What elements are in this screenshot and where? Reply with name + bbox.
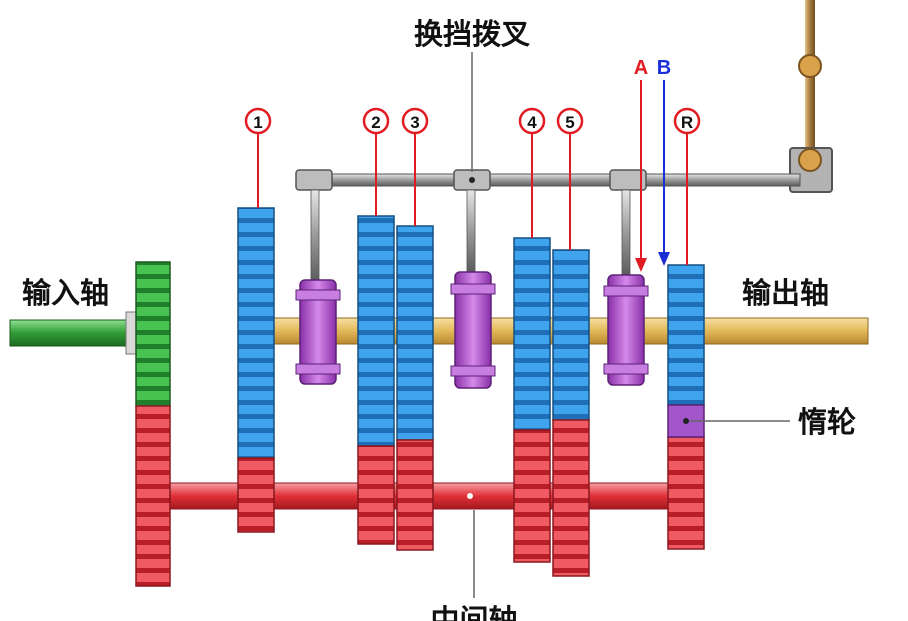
arrow-b-label: B: [657, 57, 671, 79]
input-shaft: [9, 311, 151, 355]
gear-number-5: 5: [565, 113, 574, 132]
arrow-a-label: A: [634, 57, 648, 79]
gear-number-markers: 1 2 3 4 5 R: [244, 107, 701, 265]
countershaft-drive-gear: [135, 405, 171, 587]
gear-marker-3: [401, 107, 429, 135]
gear-5-counter: [552, 419, 590, 577]
input-gear: [135, 261, 171, 407]
synchronizer-1-2: [295, 279, 341, 385]
gear-5-main: [552, 249, 590, 421]
shift-fork-label: 换挡拨叉: [414, 17, 530, 51]
gear-3-main: [396, 225, 434, 441]
gear-number-r: R: [681, 113, 693, 132]
gear-3-counter: [396, 439, 434, 551]
gear-number-1: 1: [253, 113, 262, 132]
arrow-b: B: [657, 57, 671, 266]
idler-gear-label: 惰轮: [798, 405, 856, 439]
synchronizer-3-4: [450, 271, 496, 389]
countershaft-label: 中间轴: [430, 603, 517, 621]
gear-marker-5: [556, 107, 584, 135]
synchronizer-5-r: [603, 274, 649, 386]
gear-marker-2: [362, 107, 390, 135]
shift-fork-rail: [295, 169, 801, 283]
gear-number-2: 2: [371, 113, 380, 132]
gear-marker-1: [244, 107, 272, 135]
gear-2-main: [357, 215, 395, 447]
gear-1-counter: [237, 457, 275, 533]
arrow-a: A: [634, 57, 648, 272]
gear-4-main: [513, 237, 551, 431]
gear-number-4: 4: [527, 113, 537, 132]
gear-4-counter: [513, 429, 551, 563]
gear-marker-r: [673, 107, 701, 135]
gear-2-counter: [357, 445, 395, 545]
gear-reverse-main: [667, 264, 705, 406]
gear-number-3: 3: [410, 113, 419, 132]
gear-1-main: [237, 207, 275, 459]
shift-lever: [789, 0, 833, 193]
output-shaft-label: 输出轴: [742, 276, 829, 310]
gear-marker-4: [518, 107, 546, 135]
gear-reverse-counter: [667, 436, 705, 550]
input-shaft-label: 输入轴: [22, 276, 109, 310]
